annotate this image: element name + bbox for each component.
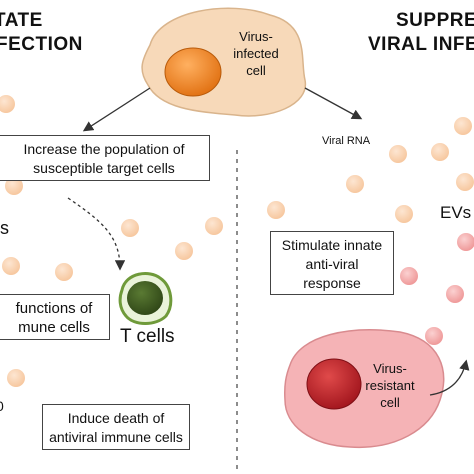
box-line: Stimulate innate: [281, 237, 383, 253]
box-line: Induce death of: [67, 410, 165, 426]
right-header-line1: SUPPRE: [396, 10, 474, 31]
resistant-cell-label-line: Virus-: [373, 361, 407, 376]
ev-dot-pink: [446, 285, 464, 303]
box-line: antiviral immune cells: [49, 429, 183, 445]
ev-dot: [389, 145, 407, 163]
infected-cell-label-line: cell: [246, 63, 266, 78]
arrow-left: [82, 87, 151, 132]
left-edge-text-s: s: [0, 218, 9, 238]
infected-cell-label-line: Virus-: [239, 29, 273, 44]
ev-dot-pink: [457, 233, 474, 251]
immune-functions-box: functions of mune cells: [0, 294, 110, 340]
infected-cell-label: Virus- infected cell: [226, 28, 286, 79]
ev-dot: [2, 257, 20, 275]
ev-dot: [456, 173, 474, 191]
t-cell-nucleus: [127, 281, 163, 315]
ev-dot: [395, 205, 413, 223]
ev-dot: [175, 242, 193, 260]
left-header-line2: FECTION: [0, 34, 83, 55]
stimulate-innate-box: Stimulate innate anti-viral response: [270, 231, 394, 295]
left-header-line1: TATE: [0, 10, 43, 31]
t-cells-label: T cells: [120, 326, 175, 347]
ev-dot: [267, 201, 285, 219]
resistant-cell-nucleus: [306, 358, 362, 410]
arrow-right: [304, 87, 363, 120]
ev-dot: [454, 117, 472, 135]
box-line: anti-viral: [305, 256, 359, 272]
increase-population-box: Increase the population of susceptible t…: [0, 135, 210, 181]
ev-dot: [346, 175, 364, 193]
arrow-from-resistant: [429, 359, 470, 396]
resistant-cell-label-line: resistant: [365, 378, 415, 393]
dashed-arrow-to-tcells: [67, 197, 126, 271]
ev-dot: [431, 143, 449, 161]
infected-cell-label-line: infected: [233, 46, 279, 61]
ev-dot: [0, 95, 15, 113]
ev-dot-pink: [400, 267, 418, 285]
ev-dot: [55, 263, 73, 281]
ev-dot: [121, 219, 139, 237]
induce-death-box: Induce death of antiviral immune cells: [42, 404, 190, 450]
box-line: susceptible target cells: [33, 160, 175, 176]
box-line: response: [303, 275, 361, 291]
ev-dot-pink: [425, 327, 443, 345]
evs-label: EVs: [440, 203, 472, 222]
infected-cell-nucleus: [164, 47, 222, 97]
resistant-cell-label: Virus- resistant cell: [358, 360, 422, 411]
box-line: functions of: [15, 300, 93, 317]
ev-dot: [205, 217, 223, 235]
resistant-cell: [284, 329, 445, 449]
ev-dot: [7, 369, 25, 387]
right-header-line2: VIRAL INFE: [368, 34, 474, 55]
viral-rna-label: Viral RNA: [322, 135, 371, 147]
box-line: Increase the population of: [23, 141, 185, 157]
ev-dot: [5, 177, 23, 195]
left-edge-text-0: 0: [0, 398, 4, 414]
resistant-cell-label-line: cell: [380, 395, 400, 410]
box-line: mune cells: [18, 319, 90, 336]
